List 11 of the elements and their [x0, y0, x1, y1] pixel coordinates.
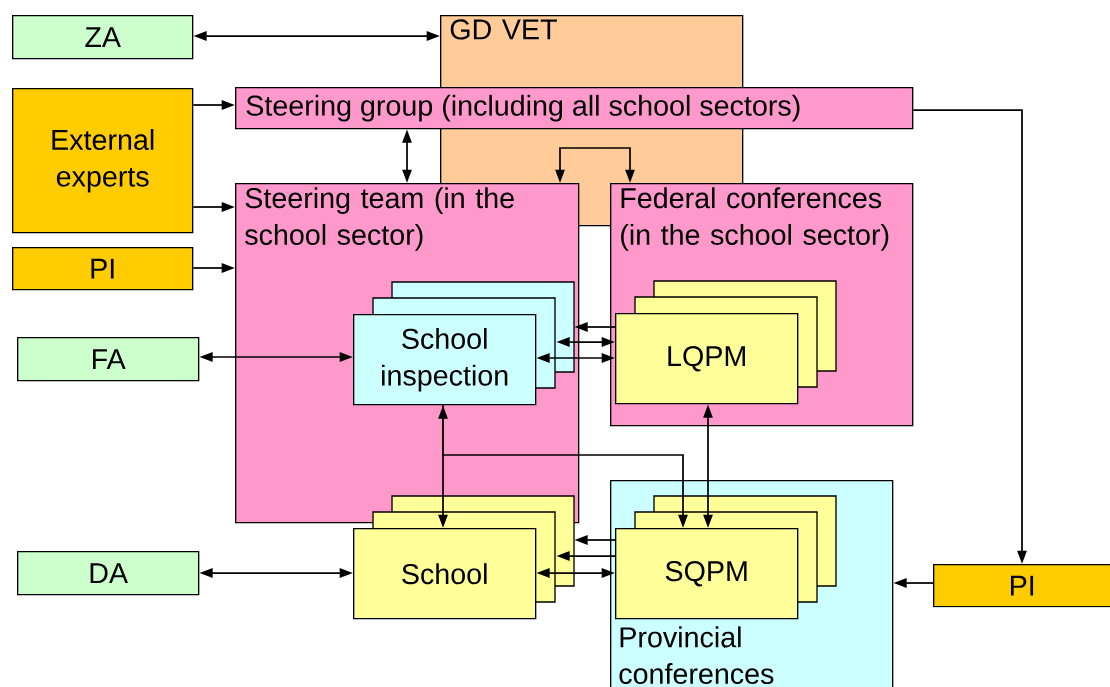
- stacked-box: SQPM: [615, 495, 837, 620]
- process-box: PI: [12, 247, 194, 291]
- process-box: Steering group (including all school sectors): [235, 87, 914, 130]
- process-box: DA: [17, 551, 200, 596]
- stacked-box: LQPM: [615, 280, 837, 405]
- stacked-box: School: [353, 495, 575, 620]
- process-box: ZA: [12, 15, 194, 60]
- process-box: FA: [17, 337, 200, 382]
- process-box: External experts: [12, 88, 194, 234]
- stacked-box: School inspection: [353, 281, 575, 406]
- process-box: PI: [933, 564, 1110, 608]
